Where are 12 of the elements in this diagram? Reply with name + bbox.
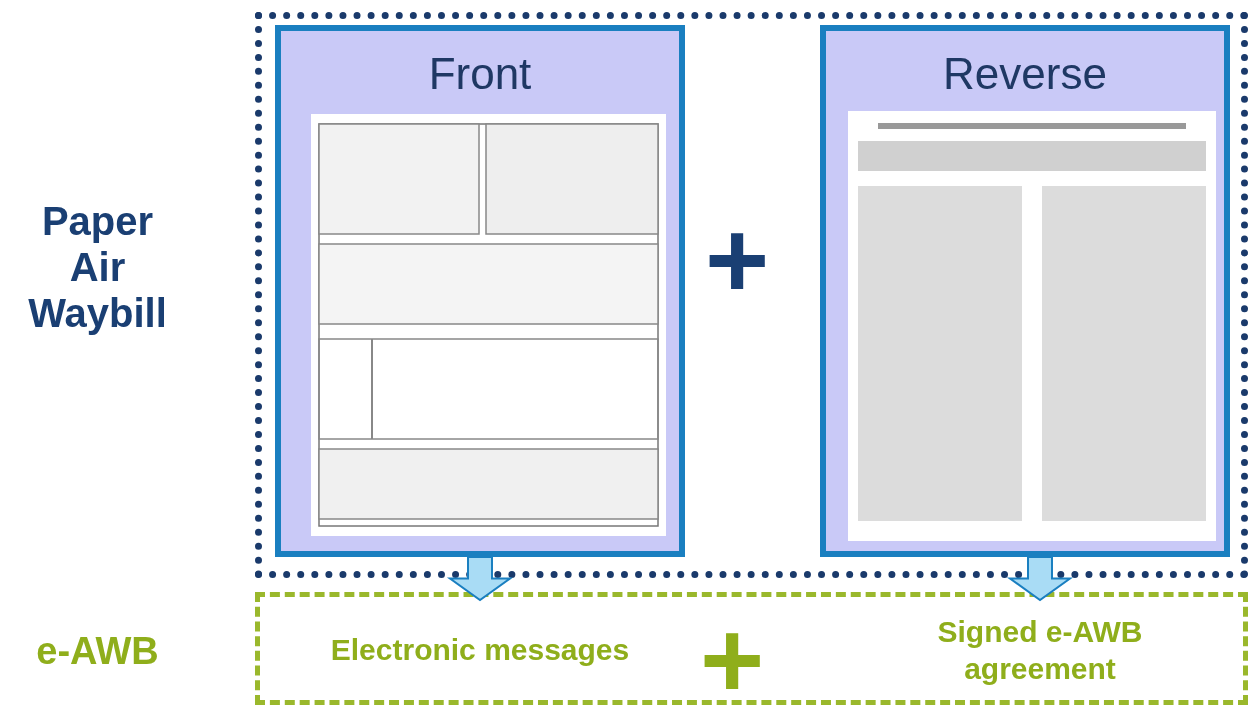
panel-title: Front xyxy=(427,49,533,99)
panel-title: Reverse xyxy=(942,49,1108,99)
plus-sign: + xyxy=(700,605,765,709)
panel xyxy=(275,25,685,557)
group-title: Paper Air Waybill xyxy=(27,198,168,337)
text-label: Signed e-AWB agreement xyxy=(870,600,1210,700)
plus-sign: + xyxy=(705,205,770,315)
arrow xyxy=(1006,556,1074,602)
panel xyxy=(820,25,1230,557)
group-title: e-AWB xyxy=(35,629,160,675)
arrow xyxy=(446,556,514,602)
text-label: Electronic messages xyxy=(300,600,660,700)
